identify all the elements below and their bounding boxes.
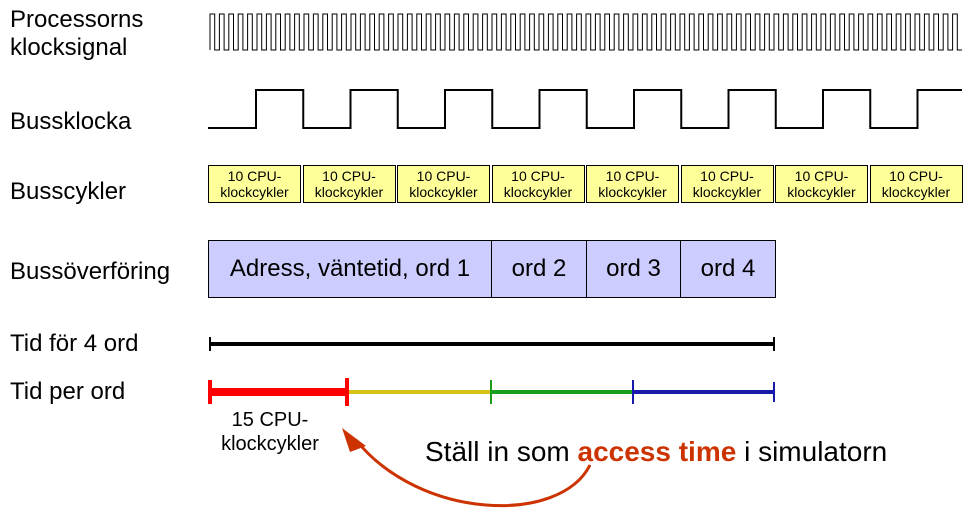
curved-arrow bbox=[354, 439, 592, 508]
bus-cycle-box: 10 CPU-klockcykler bbox=[208, 165, 301, 203]
time-4-words-bar bbox=[209, 337, 775, 351]
bus-cycle-label-top: 10 CPU- bbox=[700, 168, 754, 184]
bus-cycle-box: 10 CPU-klockcykler bbox=[397, 165, 490, 203]
bus-cycle-box: 10 CPU-klockcykler bbox=[869, 165, 963, 203]
bus-cycles-label: Busscykler bbox=[10, 178, 127, 205]
transfer-word-4: ord 4 bbox=[680, 240, 776, 298]
processor-clock-waveform bbox=[209, 13, 962, 51]
bus-clock-waveform bbox=[208, 89, 962, 129]
bus-cycle-label-top: 10 CPU- bbox=[889, 168, 943, 184]
bus-cycle-label-bottom: klockcykler bbox=[787, 184, 856, 200]
bus-cycle-label-top: 10 CPU- bbox=[227, 168, 282, 184]
bus-cycle-box: 10 CPU-klockcykler bbox=[586, 165, 679, 203]
bus-cycle-label-bottom: klockcykler bbox=[881, 184, 951, 200]
bus-cycle-label-bottom: klockcykler bbox=[598, 184, 667, 200]
bus-cycle-box: 10 CPU-klockcykler bbox=[775, 165, 868, 203]
first-word-note: 15 CPU- klockcykler bbox=[221, 409, 319, 455]
processor-clock-label: Processorns klocksignal bbox=[10, 6, 144, 61]
time-4-words-label: Tid för 4 ord bbox=[10, 330, 139, 357]
time-per-word-label: Tid per ord bbox=[10, 378, 126, 405]
simulator-note: Ställ in som access time i simulatorn bbox=[425, 436, 888, 467]
bus-cycle-label-bottom: klockcykler bbox=[692, 184, 762, 200]
bus-cycle-label-top: 10 CPU- bbox=[511, 168, 565, 184]
bus-cycle-label-bottom: klockcykler bbox=[409, 184, 478, 200]
bus-cycle-box: 10 CPU-klockcykler bbox=[491, 165, 585, 203]
bus-cycle-label-bottom: klockcykler bbox=[314, 184, 384, 200]
transfer-word-3: ord 3 bbox=[586, 240, 681, 298]
bus-cycle-label-bottom: klockcykler bbox=[503, 184, 573, 200]
bus-cycle-label-top: 10 CPU- bbox=[794, 168, 849, 184]
arrow-head-icon bbox=[342, 428, 366, 452]
bus-cycle-label-top: 10 CPU- bbox=[416, 168, 471, 184]
bus-cycle-label-top: 10 CPU- bbox=[605, 168, 660, 184]
bus-cycle-box: 10 CPU-klockcykler bbox=[680, 165, 774, 203]
bus-cycle-label-top: 10 CPU- bbox=[322, 168, 376, 184]
bus-cycle-label-bottom: klockcykler bbox=[220, 184, 289, 200]
transfer-address-wait-word1: Adress, väntetid, ord 1 bbox=[208, 240, 492, 298]
bus-clock-label: Bussklocka bbox=[10, 108, 132, 135]
transfer-word-2: ord 2 bbox=[491, 240, 587, 298]
time-per-word-bars bbox=[208, 378, 775, 406]
bus-cycle-box: 10 CPU-klockcykler bbox=[302, 165, 396, 203]
bus-transfer-label: Bussöverföring bbox=[10, 258, 171, 285]
